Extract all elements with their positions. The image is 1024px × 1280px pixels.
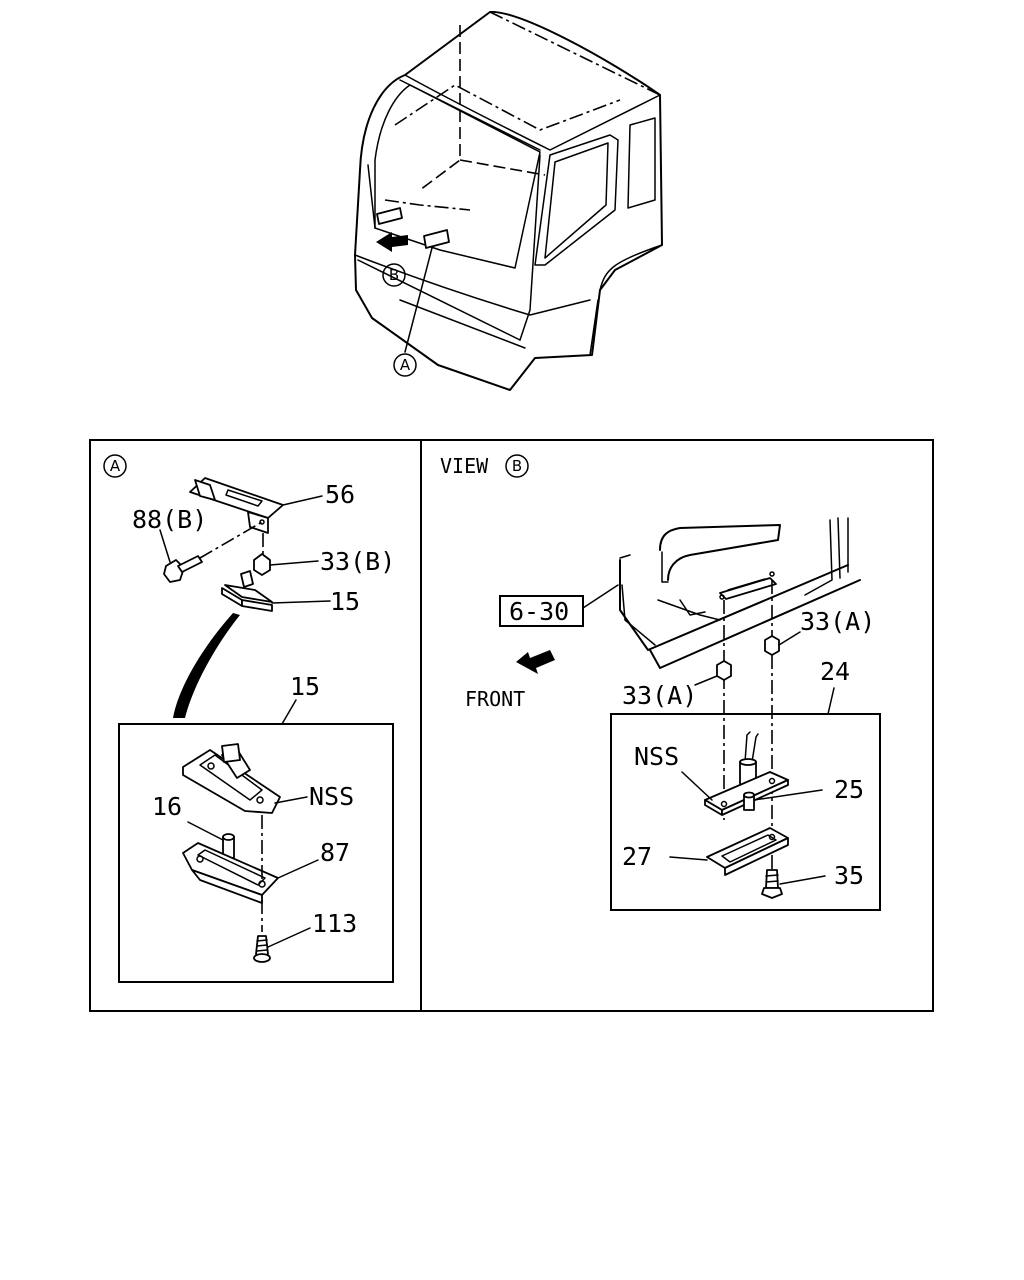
callout-a-top: A xyxy=(393,353,417,377)
detail-box-15 xyxy=(118,723,394,983)
label-33b: 33(B) xyxy=(320,547,395,576)
label-35: 35 xyxy=(834,861,864,890)
panel-b: VIEW B 6-30 FRONT xyxy=(440,454,881,911)
bulb-25 xyxy=(743,791,755,811)
label-nss-a: NSS xyxy=(309,782,354,811)
callout-b-view: B xyxy=(505,454,529,478)
panel-a: A 56 88(B) 33(B) xyxy=(103,454,395,983)
lamp-15 xyxy=(221,570,273,612)
label-25: 25 xyxy=(834,775,864,804)
view-title: VIEW xyxy=(440,454,489,478)
svg-text:B: B xyxy=(389,266,399,284)
nut-33b xyxy=(253,553,271,576)
callout-b-top: B xyxy=(382,263,406,287)
bolt-88b xyxy=(163,555,203,583)
label-15: 15 xyxy=(330,587,360,616)
svg-text:A: A xyxy=(400,356,411,374)
reference-box-6-30 xyxy=(499,595,584,627)
detail-box-24 xyxy=(610,713,881,911)
lamp-base-87 xyxy=(182,842,279,904)
screw-35 xyxy=(761,869,783,899)
view-arrow-icon xyxy=(376,232,408,252)
cab-lower-body-view xyxy=(619,517,861,669)
label-detail-15: 15 xyxy=(290,672,320,701)
label-88b: 88(B) xyxy=(132,505,207,534)
label-24: 24 xyxy=(820,657,850,686)
label-56: 56 xyxy=(325,480,355,509)
svg-text:B: B xyxy=(512,457,522,475)
nut-33a-right xyxy=(764,635,780,656)
screw-113 xyxy=(253,935,271,963)
label-87: 87 xyxy=(320,838,350,867)
front-arrow-icon xyxy=(516,650,555,674)
label-33a-left: 33(A) xyxy=(622,681,697,710)
svg-text:A: A xyxy=(110,457,121,475)
lamp-housing-nss xyxy=(182,743,281,814)
lamp-plate-nss xyxy=(704,771,789,816)
label-front: FRONT xyxy=(465,687,525,711)
label-6-30: 6-30 xyxy=(509,597,569,626)
detail-connector-arc xyxy=(173,613,240,718)
label-nss-b: NSS xyxy=(634,742,679,771)
label-33a-right: 33(A) xyxy=(800,607,875,636)
nut-33a-left xyxy=(716,660,732,681)
label-27: 27 xyxy=(622,842,652,871)
truck-cab-overview xyxy=(354,10,663,391)
label-113: 113 xyxy=(312,909,357,938)
callout-a-panel: A xyxy=(103,454,127,478)
label-16: 16 xyxy=(152,792,182,821)
lamp-base-27 xyxy=(706,827,789,876)
bracket-56 xyxy=(189,477,284,534)
detail-frame xyxy=(89,439,934,1012)
